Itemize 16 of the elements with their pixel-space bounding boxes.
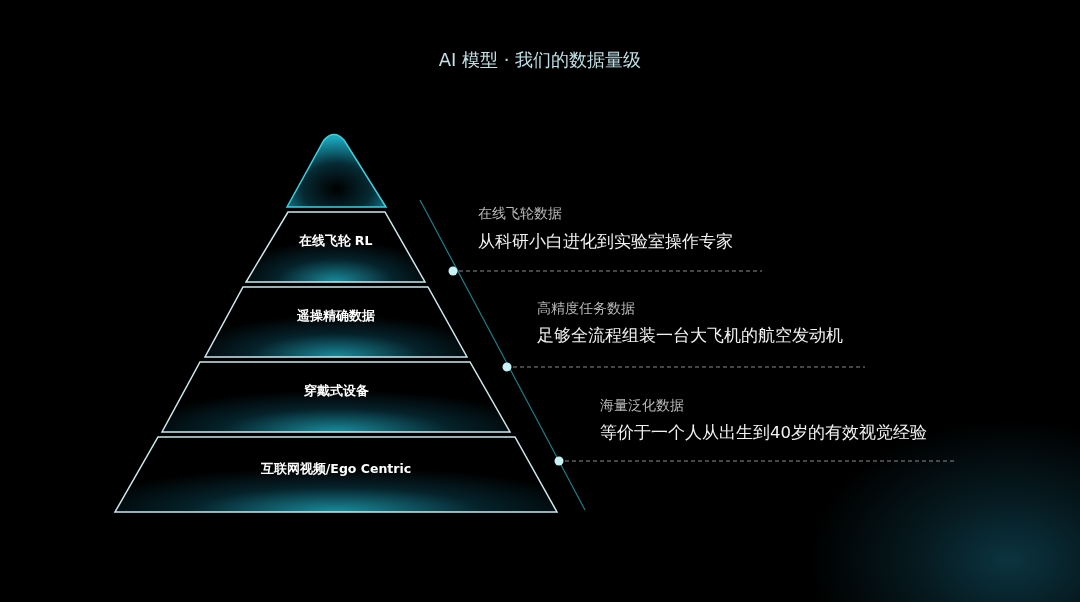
pyramid-tier [115,437,557,512]
annotation-text: 足够全流程组装一台大飞机的航空发动机 [537,325,843,347]
tier-label: 在线飞轮 RL [297,233,374,251]
tier-label: 遥操精确数据 [296,308,376,326]
tier-label: 穿戴式设备 [302,383,370,401]
annotation-text: 等价于一个人从出生到40岁的有效视觉经验 [600,422,927,444]
annotation-heading: 海量泛化数据 [600,397,684,415]
tier-label: 互联网视频/Ego Centric [259,460,413,478]
diagram-title: AI 模型 · 我们的数据量级 [437,48,643,72]
pyramid-tier [205,287,467,357]
annotation-heading: 在线飞轮数据 [478,205,562,223]
pyramid-apex [287,132,386,207]
annotation-text: 从科研小白进化到实验室操作专家 [478,231,733,253]
pyramid-tier [246,212,425,282]
annotation-heading: 高精度任务数据 [537,300,635,318]
pyramid-tier [162,362,510,432]
